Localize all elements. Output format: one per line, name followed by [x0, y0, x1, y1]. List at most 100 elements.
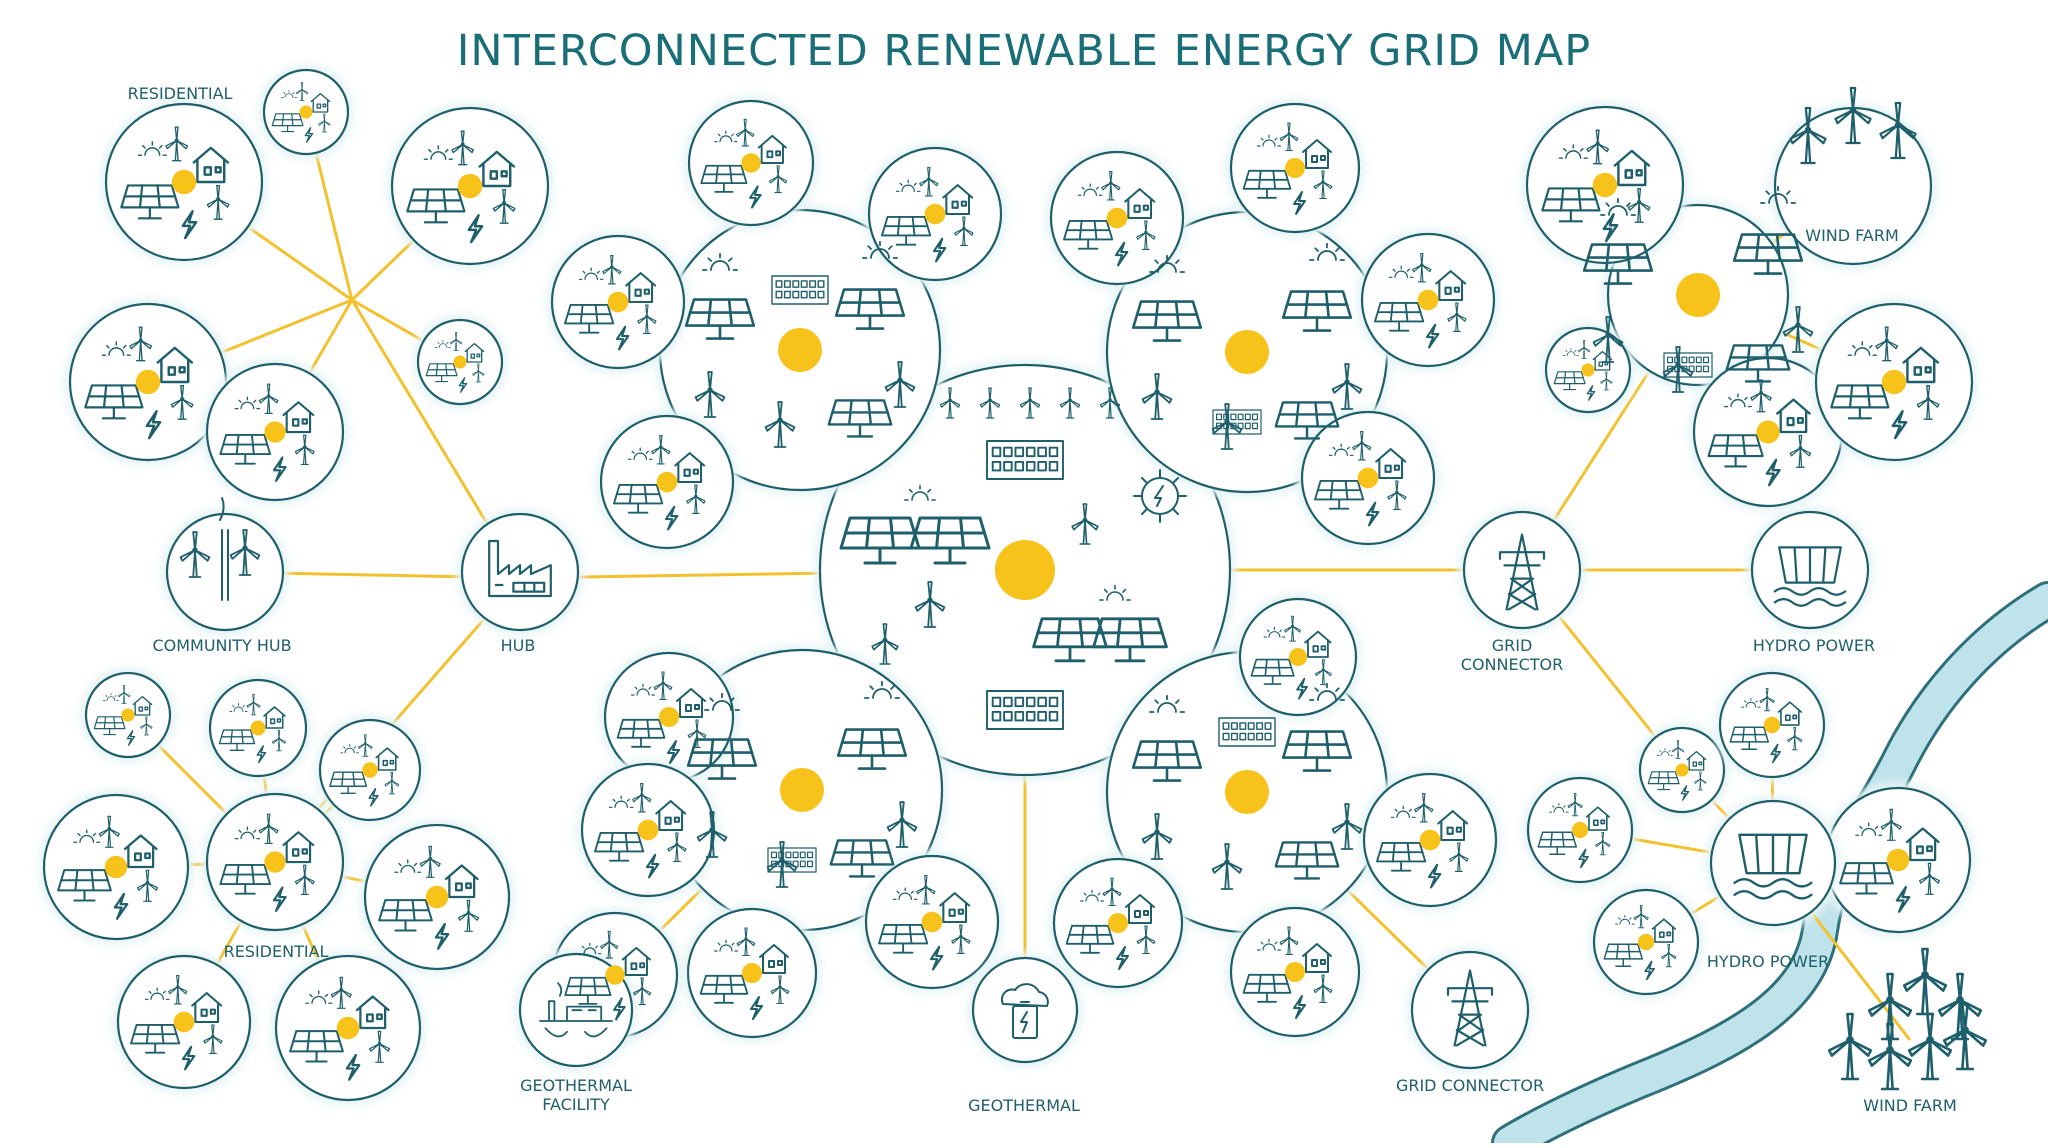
- wind-turbine-icon: [258, 813, 279, 844]
- wind-turbine-icon: [884, 361, 916, 408]
- solar-panel-icon: [57, 869, 112, 902]
- wind-turbine-icon: [764, 401, 796, 448]
- wind-turbine-icon: [1595, 831, 1611, 856]
- wind-turbine-icon: [246, 693, 261, 716]
- wind-turbine-icon: [1789, 106, 1827, 165]
- solar-panel-icon: [699, 974, 749, 1004]
- wind-turbine-icon: [419, 845, 441, 878]
- solar-panel-icon: [1092, 617, 1168, 663]
- solar-panel-icon: [684, 298, 756, 340]
- lightning-bolt-icon: [645, 853, 660, 879]
- solar-panel-icon: [1376, 841, 1427, 872]
- lightning-bolt-icon: [932, 237, 947, 263]
- district-node: [778, 328, 822, 372]
- solar-panel-icon: [1274, 401, 1340, 440]
- lightning-bolt-icon: [113, 892, 129, 920]
- solar-panel-icon: [836, 728, 908, 770]
- house-icon: [676, 688, 706, 718]
- wind-turbine-icon: [472, 363, 485, 383]
- house-icon: [1304, 630, 1332, 658]
- district-node: [1676, 273, 1720, 317]
- cluster-node: [1285, 158, 1305, 178]
- lightning-bolt-icon: [1895, 885, 1911, 913]
- wind-turbine-icon: [1019, 387, 1041, 419]
- lightning-bolt-icon: [1644, 960, 1655, 981]
- lightning-bolt-icon: [1578, 848, 1589, 869]
- label-hub: HUB: [500, 636, 536, 655]
- wind-turbine-icon: [1880, 808, 1902, 841]
- sun-icon: [713, 939, 739, 952]
- sun-icon: [861, 240, 899, 259]
- solar-panel-icon: [1732, 233, 1804, 275]
- solar-panel-icon: [1242, 973, 1292, 1003]
- solar-panel-icon: [564, 976, 612, 1005]
- central-hub-node: [995, 540, 1055, 600]
- lightning-bolt-icon: [1296, 677, 1308, 700]
- lightning-bolt-icon: [467, 214, 484, 244]
- wind-turbine-icon: [919, 167, 939, 197]
- sun-icon: [1148, 694, 1186, 713]
- wind-turbine-icon: [294, 864, 315, 895]
- label-hydro-power-bottom: HYDRO POWER: [1706, 952, 1830, 971]
- sun-icon: [1388, 265, 1414, 278]
- wind-turbine-icon: [1387, 480, 1407, 511]
- solar-panel-icon: [1582, 243, 1654, 285]
- wind-turbine-icon: [979, 387, 1001, 419]
- wind-turbine-icon: [1600, 371, 1613, 391]
- lightning-bolt-icon: [272, 886, 287, 912]
- sun-icon: [578, 942, 602, 955]
- house-icon: [156, 346, 194, 384]
- house-icon: [1776, 398, 1811, 434]
- cluster-node: [741, 153, 761, 173]
- wind-turbine-icon: [1937, 972, 1983, 1041]
- cluster-node: [121, 708, 135, 722]
- sun-icon: [1759, 185, 1797, 204]
- cluster-node: [1592, 172, 1618, 198]
- house-icon: [1435, 270, 1467, 302]
- wind-turbine-icon: [1879, 101, 1917, 160]
- hydro-dam-icon: [1773, 546, 1847, 607]
- solar-panel-icon: [616, 718, 666, 748]
- cluster-node: [1419, 829, 1441, 851]
- sun-icon: [144, 987, 170, 1000]
- wind-turbine-icon: [1759, 687, 1775, 712]
- lightning-bolt-icon: [1770, 743, 1781, 764]
- sun-icon: [1847, 341, 1877, 356]
- sun-icon: [73, 829, 101, 843]
- cluster-node: [656, 471, 678, 493]
- house-icon: [942, 184, 974, 216]
- wind-turbine-icon: [271, 729, 287, 752]
- solar-panel-icon: [1274, 841, 1340, 880]
- wind-turbine-icon: [1782, 306, 1814, 353]
- cluster-node: [1108, 913, 1128, 933]
- lightning-bolt-icon: [1765, 458, 1781, 487]
- solar-panel-icon: [1603, 943, 1643, 967]
- wind-turbine-icon: [916, 875, 936, 905]
- solar-panel-icon: [1131, 300, 1203, 342]
- lightning-bolt-icon: [615, 325, 630, 351]
- solar-panel-icon: [1242, 169, 1292, 199]
- page-title: INTERCONNECTED RENEWABLE ENERGY GRID MAP: [456, 26, 1592, 76]
- sun-icon: [578, 267, 604, 280]
- grid-connector-circle-bottom: [1410, 950, 1530, 1070]
- solar-panel-icon: [1131, 740, 1203, 782]
- solar-panel-icon: [1063, 219, 1114, 250]
- house-icon: [192, 146, 230, 184]
- solar-panel-icon: [329, 771, 368, 794]
- cloud-battery-icon: [1000, 983, 1049, 1039]
- wind-turbine-icon: [1942, 1002, 1988, 1071]
- sun-icon: [1724, 393, 1752, 408]
- solar-panel-icon: [289, 1030, 344, 1063]
- sun-icon: [305, 990, 333, 1004]
- wind-turbine-icon: [1750, 379, 1772, 413]
- sun-icon: [1615, 914, 1635, 925]
- lightning-bolt-icon: [749, 185, 762, 209]
- wind-turbine-icon: [258, 383, 279, 414]
- sun-icon: [1079, 889, 1105, 902]
- house-icon: [674, 452, 706, 484]
- house-icon: [759, 944, 789, 974]
- wind-turbine-icon: [1694, 771, 1707, 791]
- wind-turbine-icon: [1633, 904, 1649, 929]
- house-icon: [1585, 806, 1611, 831]
